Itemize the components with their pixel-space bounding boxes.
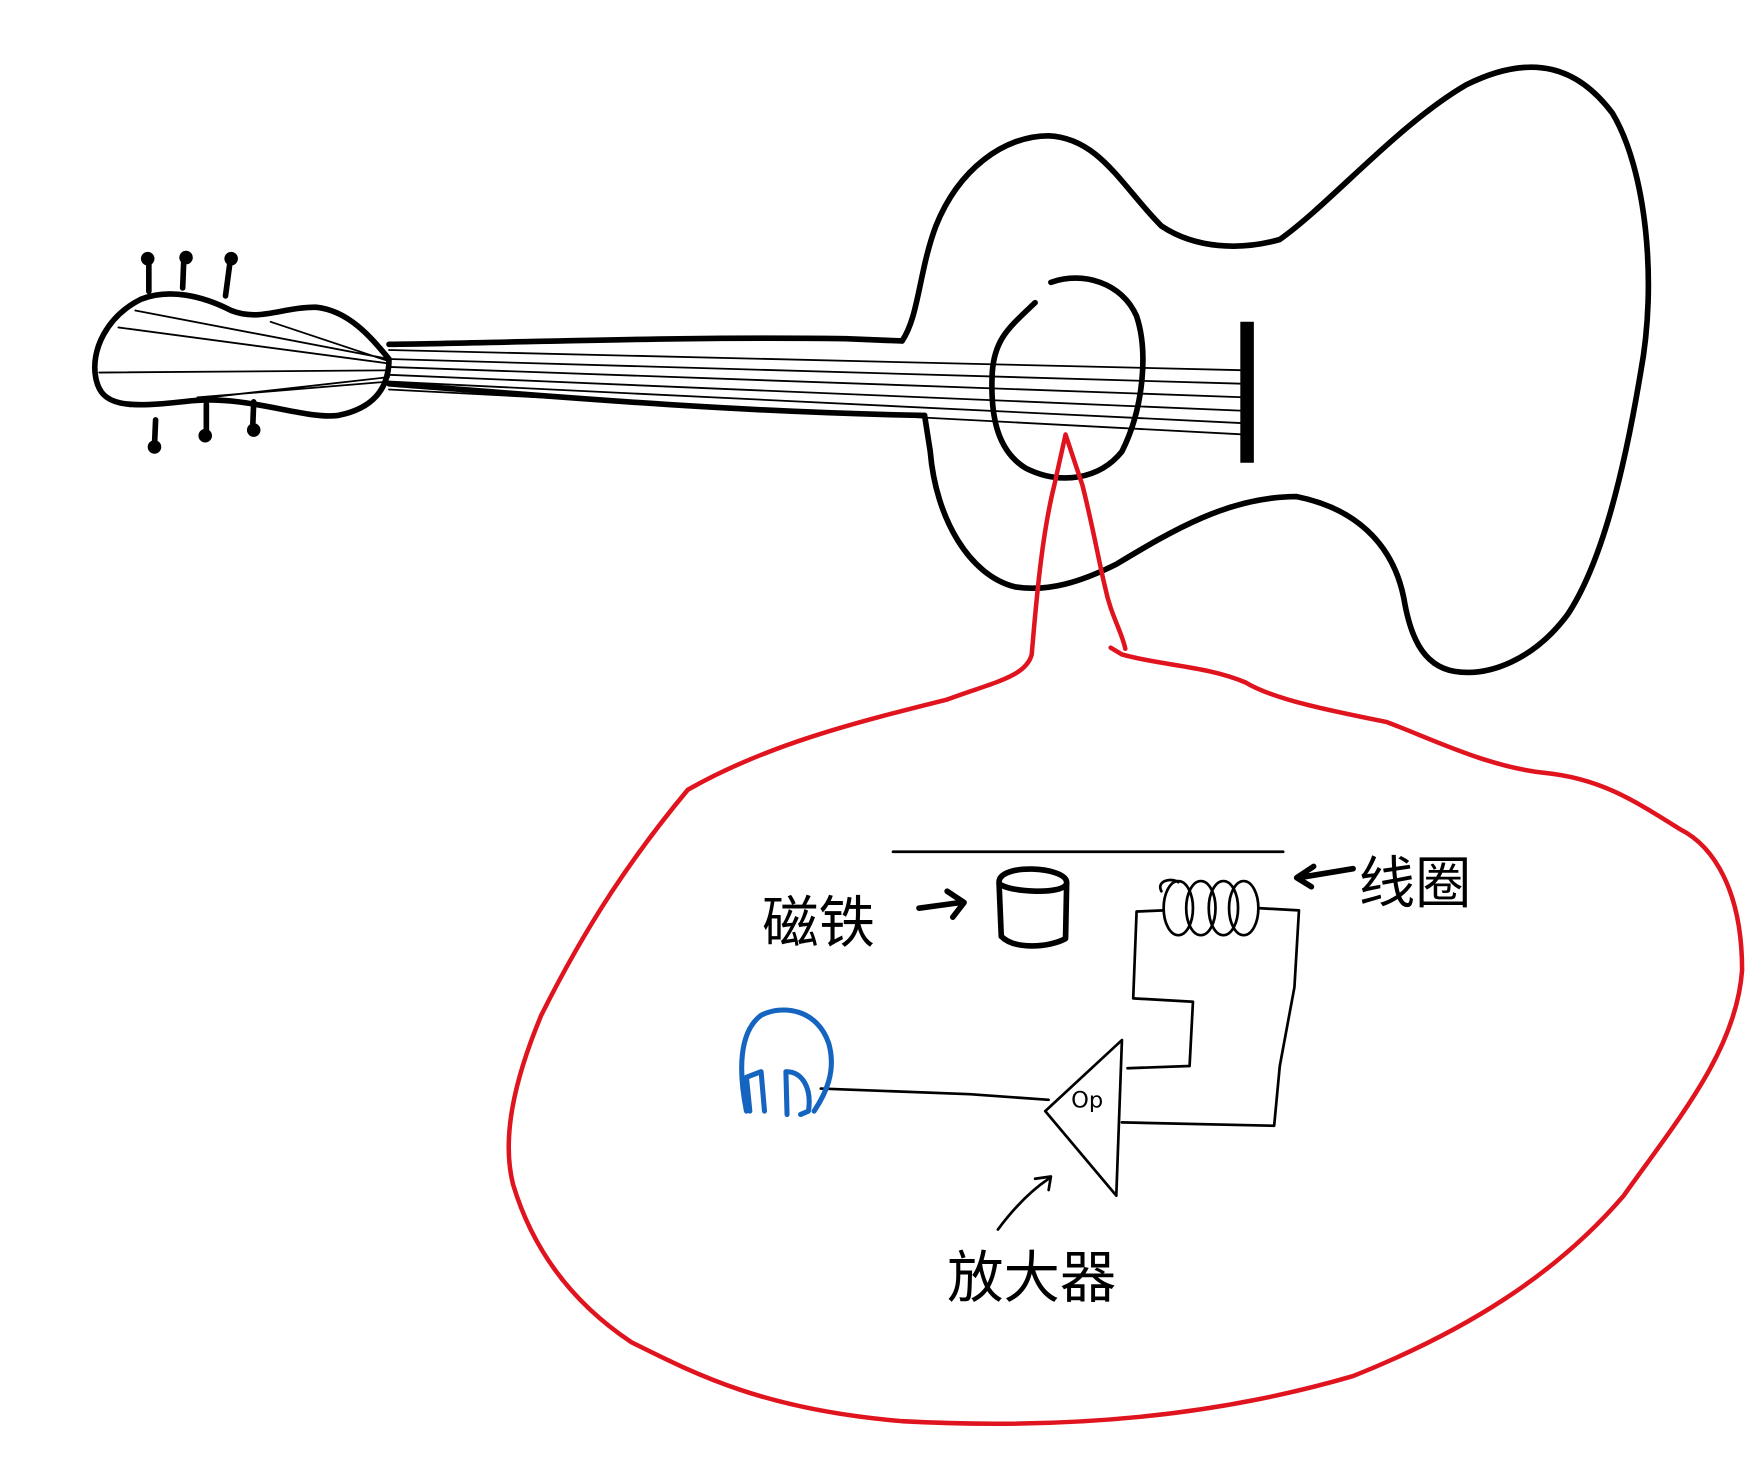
guitar-headstock: [92, 291, 392, 419]
op-amp-label: Op: [1071, 1088, 1103, 1114]
sound-hole: [989, 275, 1146, 481]
amplifier-arrow: [996, 1175, 1053, 1231]
guitar-body: [388, 64, 1652, 676]
amplifier-label: 放大器: [947, 1246, 1116, 1311]
circuit-wires: [819, 906, 1301, 1128]
detail-callout-outline: [506, 432, 1745, 1427]
magnet-icon: [996, 866, 1070, 949]
coil-arrow: [1293, 863, 1356, 890]
speaker-icon: [739, 1007, 834, 1118]
strings: [388, 349, 1247, 436]
magnet-arrow: [916, 888, 967, 920]
coil-icon: [1158, 878, 1260, 937]
op-amp-triangle: Op: [1043, 1038, 1124, 1198]
tuning-pegs: [140, 250, 261, 454]
coil-label: 线圈: [1359, 852, 1472, 917]
bridge: [1240, 321, 1254, 463]
magnet-label: 磁铁: [762, 891, 875, 956]
